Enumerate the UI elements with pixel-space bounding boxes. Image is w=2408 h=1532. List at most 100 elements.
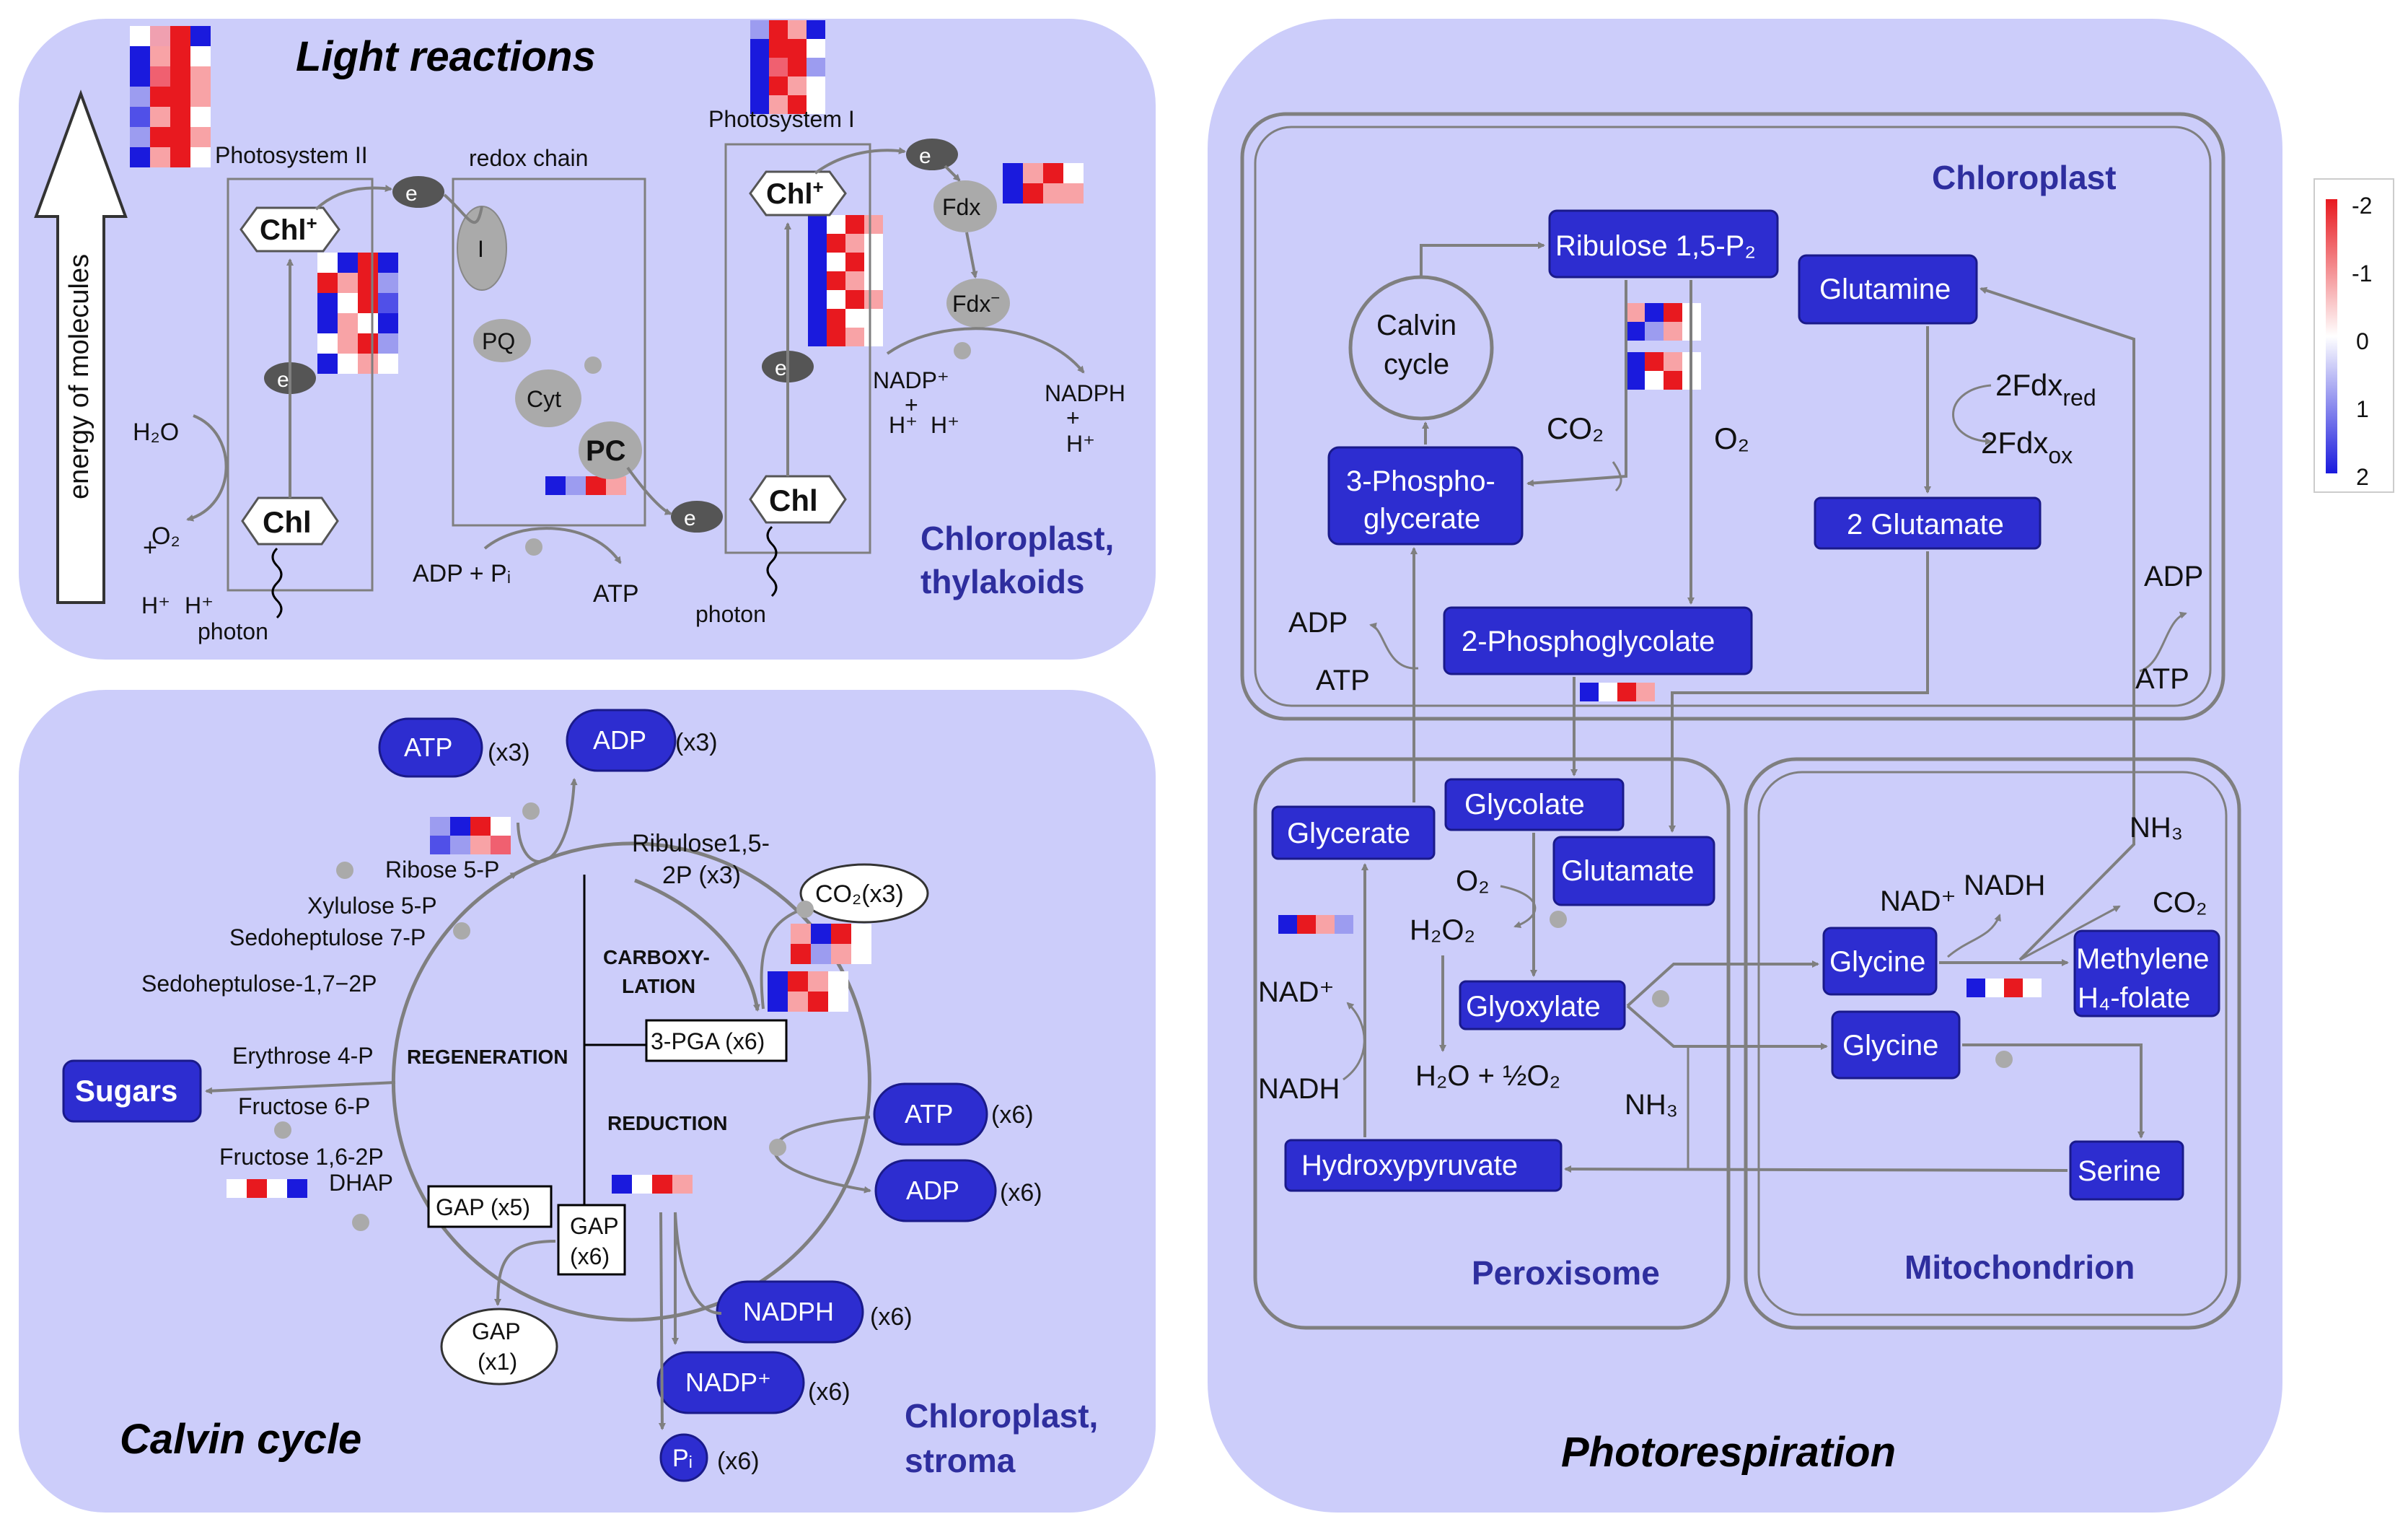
nadp-h-plus-1: H⁺ bbox=[889, 412, 918, 438]
heatmap-fdx bbox=[1003, 163, 1084, 203]
o2-label-chloro: O₂ bbox=[1714, 421, 1749, 455]
pi-arrow bbox=[658, 1212, 666, 1430]
dot bbox=[1550, 911, 1567, 928]
nadp-plus-label: NADP⁺ bbox=[873, 367, 949, 393]
glycine2-to-serine bbox=[1962, 1043, 2145, 1139]
chloroplast-compartment-outer bbox=[1240, 112, 2225, 721]
mitochondrion-compartment-outer bbox=[1744, 757, 2241, 1330]
sedo7p-label: Sedoheptulose 7-P bbox=[229, 924, 426, 950]
svg-text:2 Glutamate: 2 Glutamate bbox=[1847, 509, 2004, 540]
photorespiration-title: Photorespiration bbox=[1561, 1429, 1896, 1476]
energy-axis-arrow bbox=[34, 89, 128, 604]
heatmap-fructose bbox=[227, 1179, 307, 1198]
reduction-label: REDUCTION bbox=[607, 1112, 727, 1134]
phosphoglycolate-node: 2-Phosphoglycolate bbox=[1443, 606, 1753, 675]
dot bbox=[336, 862, 353, 879]
flow-chain bbox=[443, 193, 483, 224]
regeneration-label: REGENERATION bbox=[407, 1046, 568, 1068]
component-Fdx-label: Fdx bbox=[942, 194, 980, 220]
flow-ps2-electron bbox=[315, 185, 392, 211]
nadph-plus-sign: + bbox=[1066, 405, 1080, 431]
peroxisome-compartment bbox=[1253, 757, 1731, 1330]
svg-text:e: e bbox=[919, 144, 931, 168]
svg-text:e: e bbox=[277, 368, 289, 392]
atp-label: ATP bbox=[593, 580, 639, 608]
svg-text:ATP: ATP bbox=[905, 1099, 953, 1129]
heatmap-chl-ps1 bbox=[808, 215, 883, 346]
fdx-curve bbox=[1952, 384, 1992, 445]
flow-fdx bbox=[944, 165, 961, 182]
redox-chain-label: redox chain bbox=[469, 145, 588, 171]
compartment-thylakoids-1: Chloroplast, bbox=[920, 520, 1114, 557]
adp-label-right: ADP bbox=[2144, 561, 2203, 592]
carboxylation-label-1: CARBOXY- bbox=[603, 946, 710, 968]
heatmap-glycerate bbox=[1278, 915, 1353, 934]
electron-2: e bbox=[392, 176, 444, 208]
component-I-label: I bbox=[478, 236, 484, 262]
carboxylation-arrow bbox=[634, 878, 760, 1012]
nadph-x6-label: (x6) bbox=[870, 1303, 913, 1331]
carboxylation-label-2: LATION bbox=[622, 975, 695, 997]
dot bbox=[954, 342, 971, 359]
atp-adp-right bbox=[2139, 611, 2187, 673]
chl-label-ps2: Chl bbox=[263, 505, 312, 539]
nadh-label-mito: NADH bbox=[1964, 870, 2045, 901]
gap-to-gap1-arrow bbox=[494, 1240, 556, 1306]
mitochondrion-compartment-inner bbox=[1757, 771, 2228, 1316]
ribose-label: Ribose 5-P bbox=[385, 857, 499, 883]
svg-text:(x1): (x1) bbox=[478, 1349, 517, 1375]
erythrose-label: Erythrose 4-P bbox=[232, 1043, 374, 1069]
component-Fdx bbox=[933, 180, 997, 232]
chl-plus-label-ps1: Chl+ bbox=[766, 176, 824, 210]
atp-x3-label: (x3) bbox=[488, 739, 530, 766]
electron-3: e bbox=[671, 501, 723, 533]
nadph-node: NADPH bbox=[716, 1280, 864, 1344]
svg-text:NADP⁺: NADP⁺ bbox=[685, 1367, 771, 1397]
chl-hexagon-ps2 bbox=[241, 496, 339, 546]
svg-text:ATP: ATP bbox=[404, 732, 452, 762]
svg-text:H₄-folate: H₄-folate bbox=[2078, 982, 2190, 1014]
component-Fdx-minus-label: Fdx− bbox=[952, 289, 1000, 317]
svg-text:NADPH: NADPH bbox=[743, 1297, 834, 1326]
component-PQ bbox=[473, 319, 531, 362]
adp-x6-label: (x6) bbox=[1000, 1179, 1042, 1207]
nh3-label-mito: NH₃ bbox=[1625, 1089, 1678, 1121]
photon-label-ps1: photon bbox=[695, 601, 766, 627]
legend-tick-0: 0 bbox=[2356, 328, 2369, 354]
light-title: Light reactions bbox=[296, 33, 596, 80]
legend-tick-2: 2 bbox=[2356, 464, 2369, 490]
legend-tick-1: 1 bbox=[2356, 396, 2369, 422]
svg-text:2-Phosphoglycolate: 2-Phosphoglycolate bbox=[1462, 626, 1715, 657]
peroxisome-label: Peroxisome bbox=[1472, 1254, 1660, 1292]
nh3-label-top: NH₃ bbox=[2130, 812, 2183, 844]
heatmap-ribose bbox=[430, 817, 511, 854]
svg-text:Ribulose 1,5-P₂: Ribulose 1,5-P₂ bbox=[1555, 230, 1756, 262]
chl-plus-hexagon-ps1 bbox=[749, 170, 847, 216]
gap5-box: GAP (x5) bbox=[427, 1185, 553, 1228]
nadp-node: NADP⁺ bbox=[656, 1351, 805, 1414]
dot bbox=[769, 1139, 786, 1156]
heatmap-pc bbox=[545, 476, 626, 495]
glutamate-down bbox=[1669, 551, 1929, 833]
photosystem1-label: Photosystem I bbox=[708, 106, 855, 132]
heatmap-co2 bbox=[791, 924, 871, 964]
flow-nadph bbox=[886, 327, 1085, 374]
component-Cyt-label: Cyt bbox=[527, 386, 561, 412]
fdx-red-label: 2Fdxred bbox=[1995, 368, 2096, 411]
dot bbox=[584, 356, 602, 374]
sedo17-label: Sedoheptulose-1,7−2P bbox=[141, 971, 377, 997]
ribulose-to-phospho bbox=[1526, 280, 1627, 487]
ribulose-node: Ribulose 1,5-P₂ bbox=[1548, 209, 1779, 279]
adp-label-chloro: ADP bbox=[1288, 607, 1348, 639]
svg-text:3-PGA (x6): 3-PGA (x6) bbox=[651, 1028, 765, 1054]
gap6-box: GAP(x6) bbox=[557, 1204, 626, 1276]
pga-box: 3-PGA (x6) bbox=[645, 1019, 788, 1062]
h2o-o2-label: H₂O + ½O₂ bbox=[1415, 1060, 1560, 1092]
glycine-node-2: Glycine bbox=[1831, 1010, 1961, 1080]
glycine-nh3 bbox=[1979, 286, 2135, 961]
component-Cyt bbox=[515, 369, 581, 427]
nadp-h-plus-2: H⁺ bbox=[931, 412, 959, 438]
hydroxypyruvate-node: Hydroxypyruvate bbox=[1284, 1139, 1563, 1192]
co2-x3-node: CO₂(x3) bbox=[799, 863, 929, 924]
glyoxylate-to-glycine bbox=[1626, 960, 1819, 1007]
